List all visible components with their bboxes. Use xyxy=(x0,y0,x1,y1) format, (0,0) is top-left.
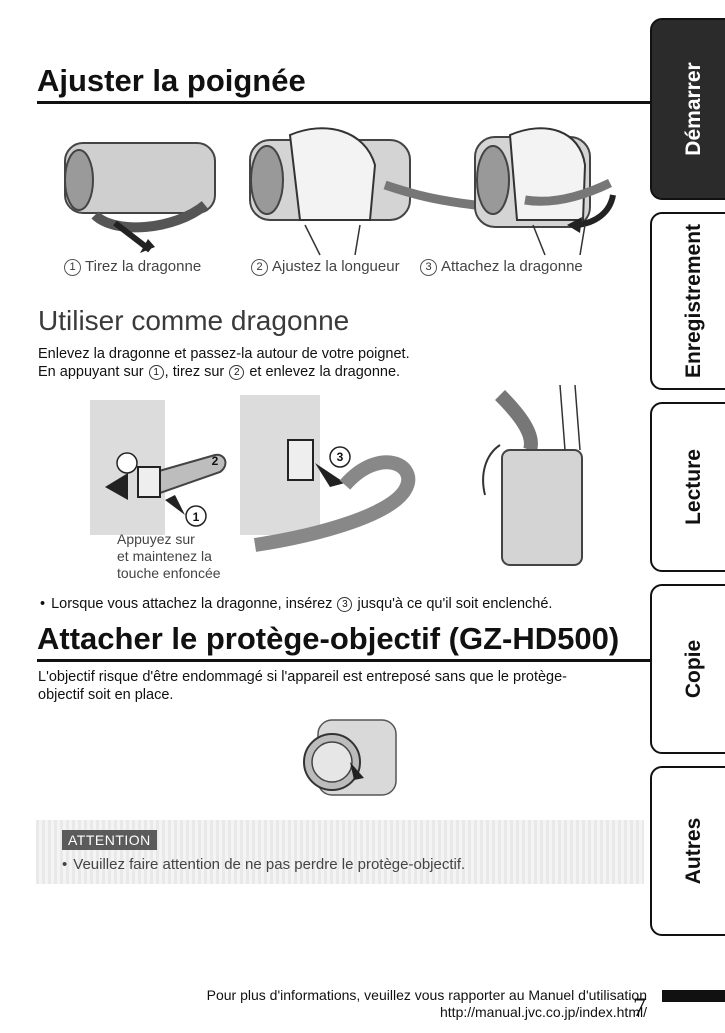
tab-enregistrement[interactable]: Enregistrement xyxy=(650,212,725,390)
camera-illustration-3 xyxy=(474,127,616,256)
grip-adjust-illustration xyxy=(64,127,616,256)
callout-2: 2 xyxy=(211,454,219,468)
camera-illustration-1 xyxy=(64,142,216,253)
callout-3: 3 xyxy=(336,450,344,464)
caption-text: Tirez la dragonne xyxy=(85,258,202,275)
strap-release-illustration xyxy=(90,400,227,535)
lens-cap-warning-1: L'objectif risque d'être endommagé si l'… xyxy=(38,669,568,685)
tab-label: Copie xyxy=(682,639,705,699)
step-number: 2 xyxy=(251,259,268,276)
tab-label: Lecture xyxy=(682,449,705,525)
caption-text: Attachez la dragonne xyxy=(441,258,583,275)
tab-label: Démarrer xyxy=(682,62,705,156)
tab-label: Enregistrement xyxy=(682,223,705,379)
tab-autres[interactable]: Autres xyxy=(650,766,725,936)
attention-text: •Veuillez faire attention de ne pas perd… xyxy=(62,856,466,873)
bullet-attach-note: •Lorsque vous attachez la dragonne, insé… xyxy=(40,596,553,612)
tab-label: Autres xyxy=(682,817,705,885)
title-rule xyxy=(37,659,653,662)
wrist-strap-instruction-2: En appuyant sur 1, tirez sur 2 et enleve… xyxy=(38,364,401,380)
press-and-hold-note: Appuyez sur et maintenez la touche enfon… xyxy=(117,531,221,581)
page-bar xyxy=(662,990,725,1002)
tab-copie[interactable]: Copie xyxy=(650,584,725,754)
page-number: 7 xyxy=(633,993,646,1022)
wrist-strap-instruction-1: Enlevez la dragonne et passez-la autour … xyxy=(38,346,410,362)
step-number: 3 xyxy=(420,259,437,276)
footer-reference: Pour plus d'informations, veuillez vous … xyxy=(207,987,647,1021)
step-number: 1 xyxy=(148,365,164,380)
callout-1: 1 xyxy=(192,510,200,524)
step-number: 1 xyxy=(64,259,81,276)
section-title-grip: Ajuster la poignée xyxy=(37,63,306,98)
lens-cap-warning-2: objectif soit en place. xyxy=(38,687,174,703)
hand-with-strap-illustration xyxy=(482,384,583,566)
section-title-lens-cap: Attacher le protège-objectif (GZ-HD500) xyxy=(37,621,620,656)
attention-label: ATTENTION xyxy=(62,830,157,850)
title-rule xyxy=(37,101,653,104)
footer-url[interactable]: http://manual.jvc.co.jp/index.html/ xyxy=(440,1004,647,1020)
camera-illustration-2 xyxy=(249,127,476,256)
wrist-strap-illustration xyxy=(90,384,583,566)
footer-text: Pour plus d'informations, veuillez vous … xyxy=(206,987,647,1003)
tab-demarrer[interactable]: Démarrer xyxy=(650,18,725,200)
tab-lecture[interactable]: Lecture xyxy=(650,402,725,572)
lens-cap-illustration xyxy=(303,719,397,796)
step-number: 3 xyxy=(337,597,353,612)
caption-text: Ajustez la longueur xyxy=(272,258,400,275)
section-title-wrist-strap: Utiliser comme dragonne xyxy=(38,305,350,336)
attention-box: ATTENTION •Veuillez faire attention de n… xyxy=(36,820,644,884)
strap-insert-illustration xyxy=(240,395,416,552)
step-number: 2 xyxy=(229,365,245,380)
